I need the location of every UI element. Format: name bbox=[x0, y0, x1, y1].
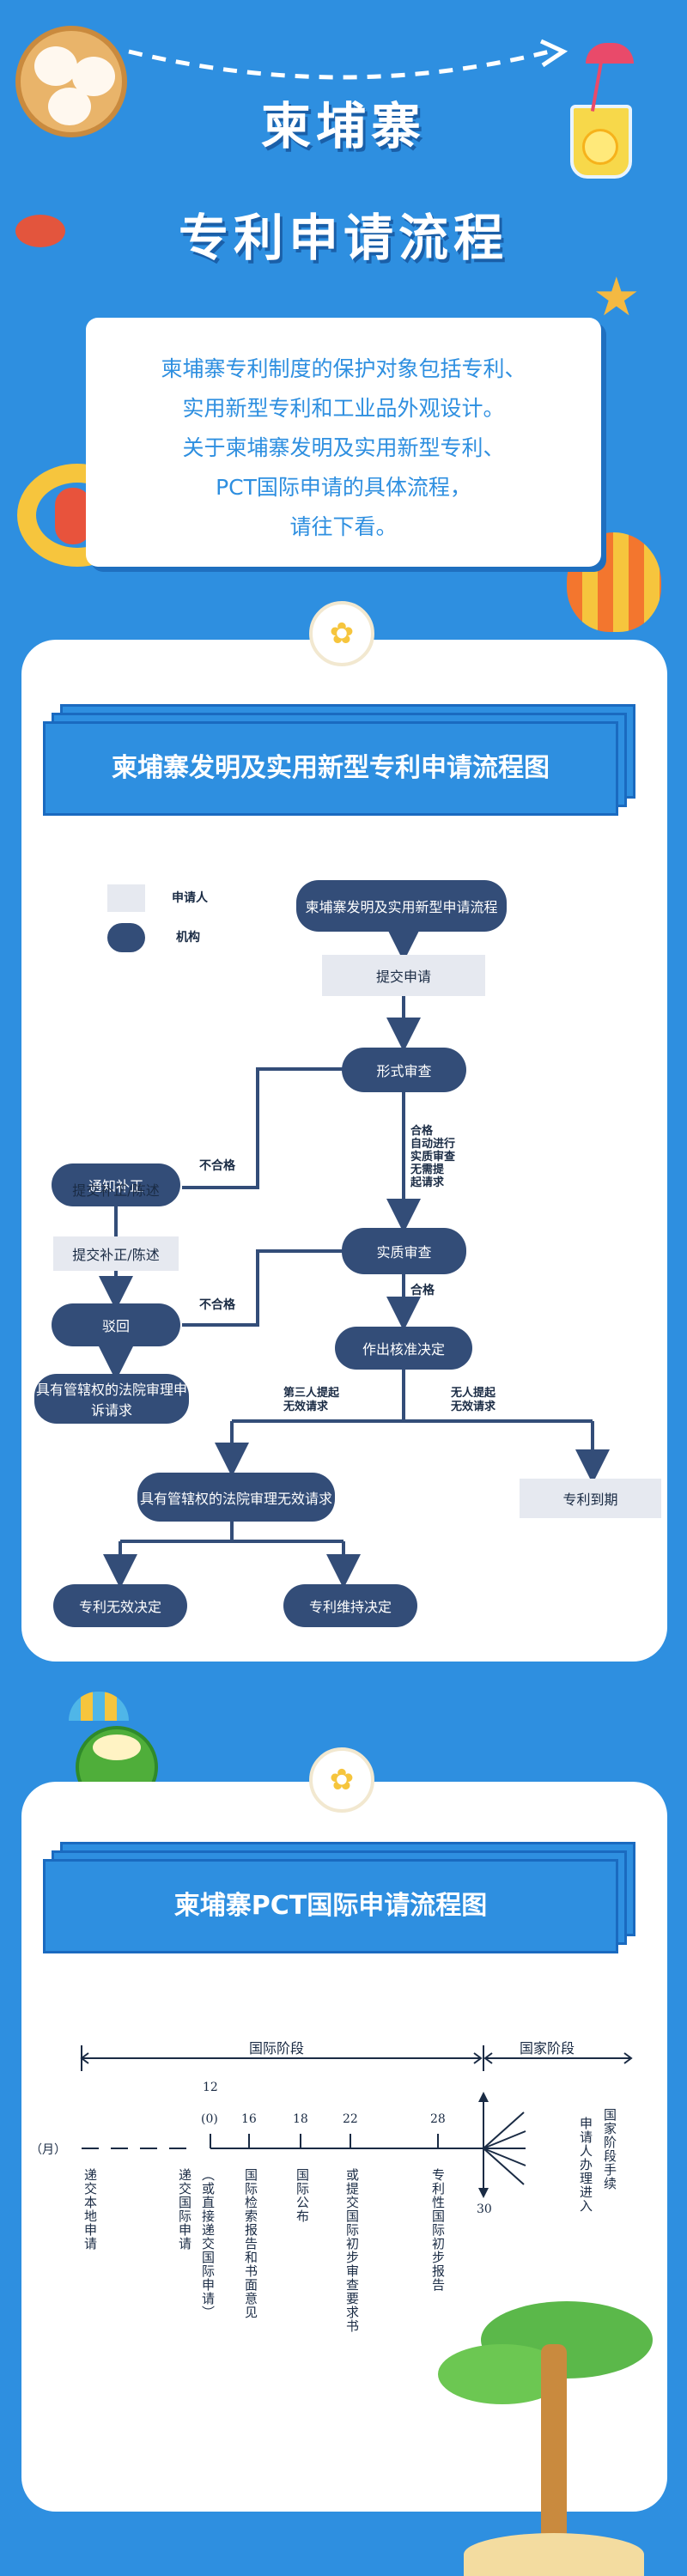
node-start: 柬埔寨发明及实用新型申请流程 bbox=[296, 880, 507, 932]
intro-line-4: PCT国际申请的具体流程， bbox=[216, 475, 471, 500]
label-pass-substantive: 合格 bbox=[410, 1284, 435, 1297]
node-court-invalidity: 具有管辖权的法院审理无效请求 bbox=[137, 1473, 335, 1522]
intro-line-3: 关于柬埔寨发明及实用新型专利、 bbox=[182, 435, 505, 460]
intro-card: 柬埔寨专利制度的保护对象包括专利、 实用新型专利和工业品外观设计。 关于柬埔寨发… bbox=[86, 318, 601, 567]
node-formal-exam: 形式审查 bbox=[342, 1048, 466, 1092]
intro-line-5: 请往下看。 bbox=[289, 514, 398, 539]
legend-applicant-label: 申请人 bbox=[172, 891, 208, 905]
lemonade-drink-icon bbox=[567, 43, 635, 180]
node-invalid-decision: 专利无效决定 bbox=[53, 1584, 187, 1627]
label-third-party: 第三人提起 无效请求 bbox=[283, 1387, 340, 1413]
page-title-line2: 专利申请流程 bbox=[178, 209, 508, 267]
item-prelim-report: 专利性国际初步报告 bbox=[430, 2168, 446, 2292]
item-direct-filing: （或直接递交国际申请） bbox=[200, 2168, 216, 2319]
dumpling-bowl-icon bbox=[15, 26, 127, 137]
tick-18: 18 bbox=[293, 2112, 308, 2126]
section2-banner: 柬埔寨PCT国际申请流程图 bbox=[43, 1859, 618, 1953]
node-maintain-decision: 专利维持决定 bbox=[283, 1584, 417, 1627]
item-national-entry-2: 国家阶段手续 bbox=[602, 2108, 617, 2190]
item-intl-filing: 递交国际申请 bbox=[177, 2168, 192, 2251]
legend-agency-swatch bbox=[107, 923, 145, 952]
starfish-icon: ★ bbox=[593, 265, 641, 328]
month-unit-label: （月） bbox=[30, 2143, 66, 2157]
flower-icon: ✿ bbox=[309, 601, 374, 666]
node-substantive-exam: 实质审查 bbox=[342, 1228, 466, 1274]
legend-agency-label: 机构 bbox=[176, 931, 200, 945]
item-local-filing: 递交本地申请 bbox=[82, 2168, 98, 2251]
node-notify-correction: 通知补正 bbox=[52, 1163, 180, 1206]
phase-international: 国际阶段 bbox=[249, 2040, 305, 2057]
tick-0: (0) bbox=[201, 2112, 218, 2126]
item-prelim-demand: 或提交国际初步审查要求书 bbox=[344, 2168, 360, 2333]
node-appeal-court: 具有管辖权的法院审理申诉请求 bbox=[34, 1374, 189, 1424]
flower-icon-2: ✿ bbox=[309, 1747, 374, 1813]
crab-icon bbox=[15, 215, 65, 247]
intro-line-1: 柬埔寨专利制度的保护对象包括专利、 bbox=[161, 356, 526, 381]
tick-22: 22 bbox=[343, 2112, 358, 2126]
tick-28: 28 bbox=[430, 2112, 446, 2126]
tick-30: 30 bbox=[477, 2202, 492, 2216]
tick-16: 16 bbox=[241, 2112, 257, 2126]
label-fail-substantive: 不合格 bbox=[199, 1298, 235, 1312]
section1-banner: 柬埔寨发明及实用新型专利申请流程图 bbox=[43, 721, 618, 816]
legend-applicant-swatch bbox=[107, 884, 145, 912]
label-pass-auto: 合格 自动进行 实质审查 无需提 起请求 bbox=[410, 1125, 456, 1189]
page-title-line1: 柬埔寨 bbox=[260, 97, 426, 155]
palm-tree-icon bbox=[429, 2284, 678, 2576]
label-fail-formal: 不合格 bbox=[199, 1159, 235, 1173]
item-publication: 国际公布 bbox=[295, 2168, 310, 2223]
node-reject: 驳回 bbox=[52, 1303, 180, 1346]
node-grant-decision: 作出核准决定 bbox=[335, 1327, 472, 1370]
node-supplement-statement: 提交补正/陈述 bbox=[53, 1236, 179, 1271]
intro-line-2: 实用新型专利和工业品外观设计。 bbox=[182, 396, 505, 421]
item-search-report: 国际检索报告和书面意见 bbox=[243, 2168, 258, 2319]
label-no-party: 无人提起 无效请求 bbox=[451, 1387, 496, 1413]
item-national-entry-1: 申请人办理进入 bbox=[578, 2117, 593, 2213]
node-submit: 提交申请 bbox=[322, 955, 485, 996]
tick-12: 12 bbox=[203, 2081, 218, 2094]
node-patent-expiry: 专利到期 bbox=[520, 1479, 661, 1518]
phase-national: 国家阶段 bbox=[520, 2040, 575, 2057]
